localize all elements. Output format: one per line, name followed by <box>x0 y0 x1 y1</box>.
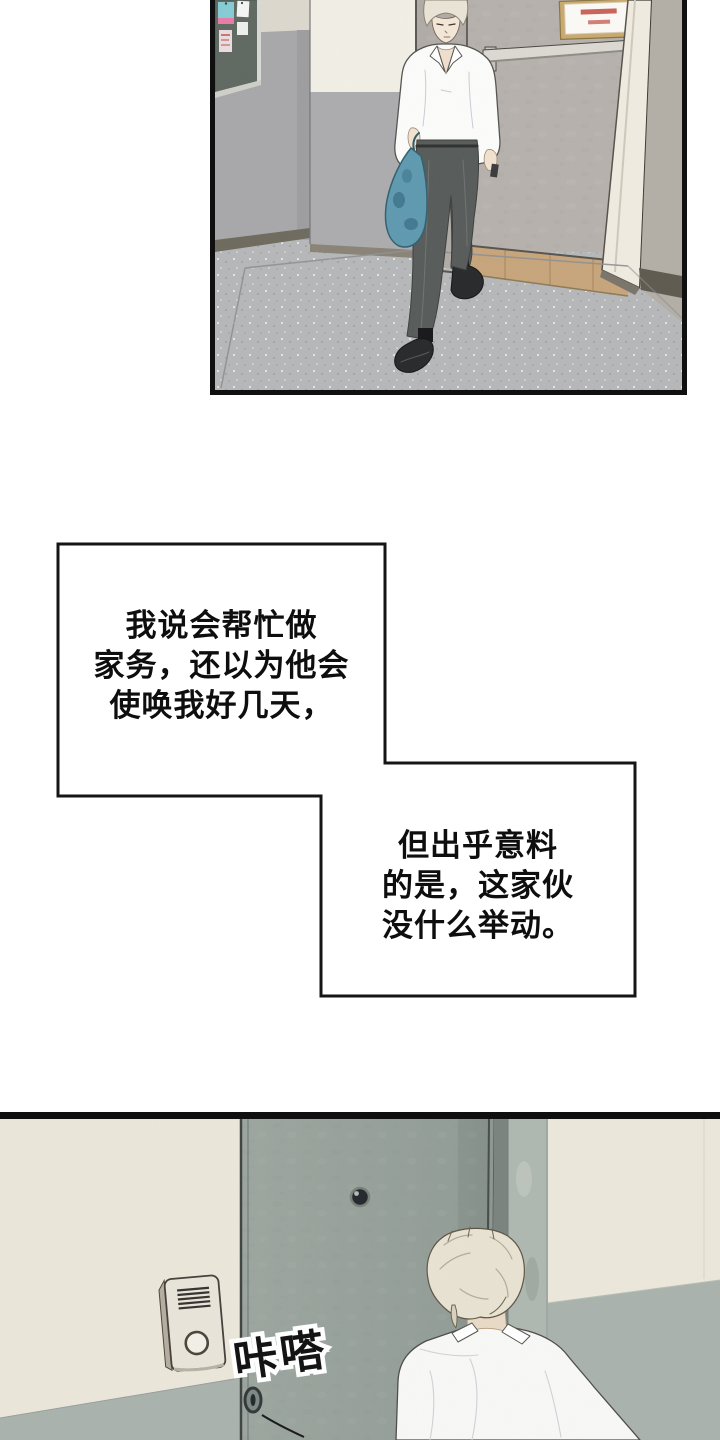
caption-line: 但出乎意料 <box>398 828 558 863</box>
caption-line: 我说会帮忙做 <box>125 608 318 643</box>
hallway-scene <box>215 0 682 390</box>
caption-box-1: 我说会帮忙做 家务，还以为他会 使唤我好几天， <box>58 606 385 726</box>
apartment-scene: 咔嗒 <box>0 1119 720 1440</box>
hallway-panel <box>210 0 687 395</box>
texture-overlay <box>215 0 682 390</box>
caption-boxes <box>56 542 637 998</box>
caption-box-2: 但出乎意料 的是，这家伙 没什么举动。 <box>321 826 635 946</box>
caption-line: 使唤我好几天， <box>109 688 334 723</box>
caption-line: 的是，这家伙 <box>382 868 574 903</box>
apartment-door-panel: 咔嗒 <box>0 1112 720 1440</box>
texture-overlay <box>0 1119 720 1440</box>
caption-line: 没什么举动。 <box>382 908 574 943</box>
caption-line: 家务，还以为他会 <box>93 648 350 683</box>
caption-outline <box>56 542 637 998</box>
